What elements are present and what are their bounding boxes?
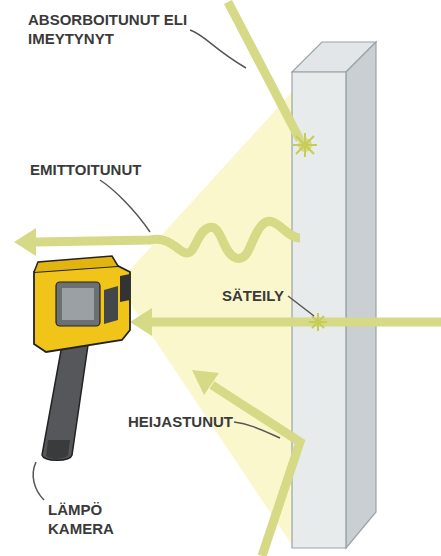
radiation-arrow (152, 318, 441, 327)
absorb-star (293, 133, 317, 157)
arrow-head (130, 308, 152, 336)
callout-label: ABSORBOITUNUT ELI IMEYTYNYT (28, 10, 203, 48)
arrow-head (14, 228, 36, 256)
leader-line (33, 462, 44, 500)
block-front (292, 72, 346, 548)
radiation-star (309, 313, 327, 331)
leader-line (288, 296, 314, 316)
thermal-camera (34, 256, 130, 460)
callout-label: HEIJASTUNUT (128, 412, 238, 431)
leader-line (234, 422, 280, 438)
leader-line (100, 180, 150, 232)
emitted-arrow (36, 221, 300, 258)
block-side (346, 42, 376, 548)
reflected-arrow (212, 385, 300, 556)
leader-line (190, 30, 246, 68)
absorbed-arrow (228, 2, 300, 140)
callout-label: SÄTEILY (222, 286, 292, 305)
callout-label: LÄMPÖ KAMERA (48, 500, 120, 538)
arrow-head (192, 370, 219, 395)
callout-label: EMITTOITUNUT (30, 160, 160, 179)
